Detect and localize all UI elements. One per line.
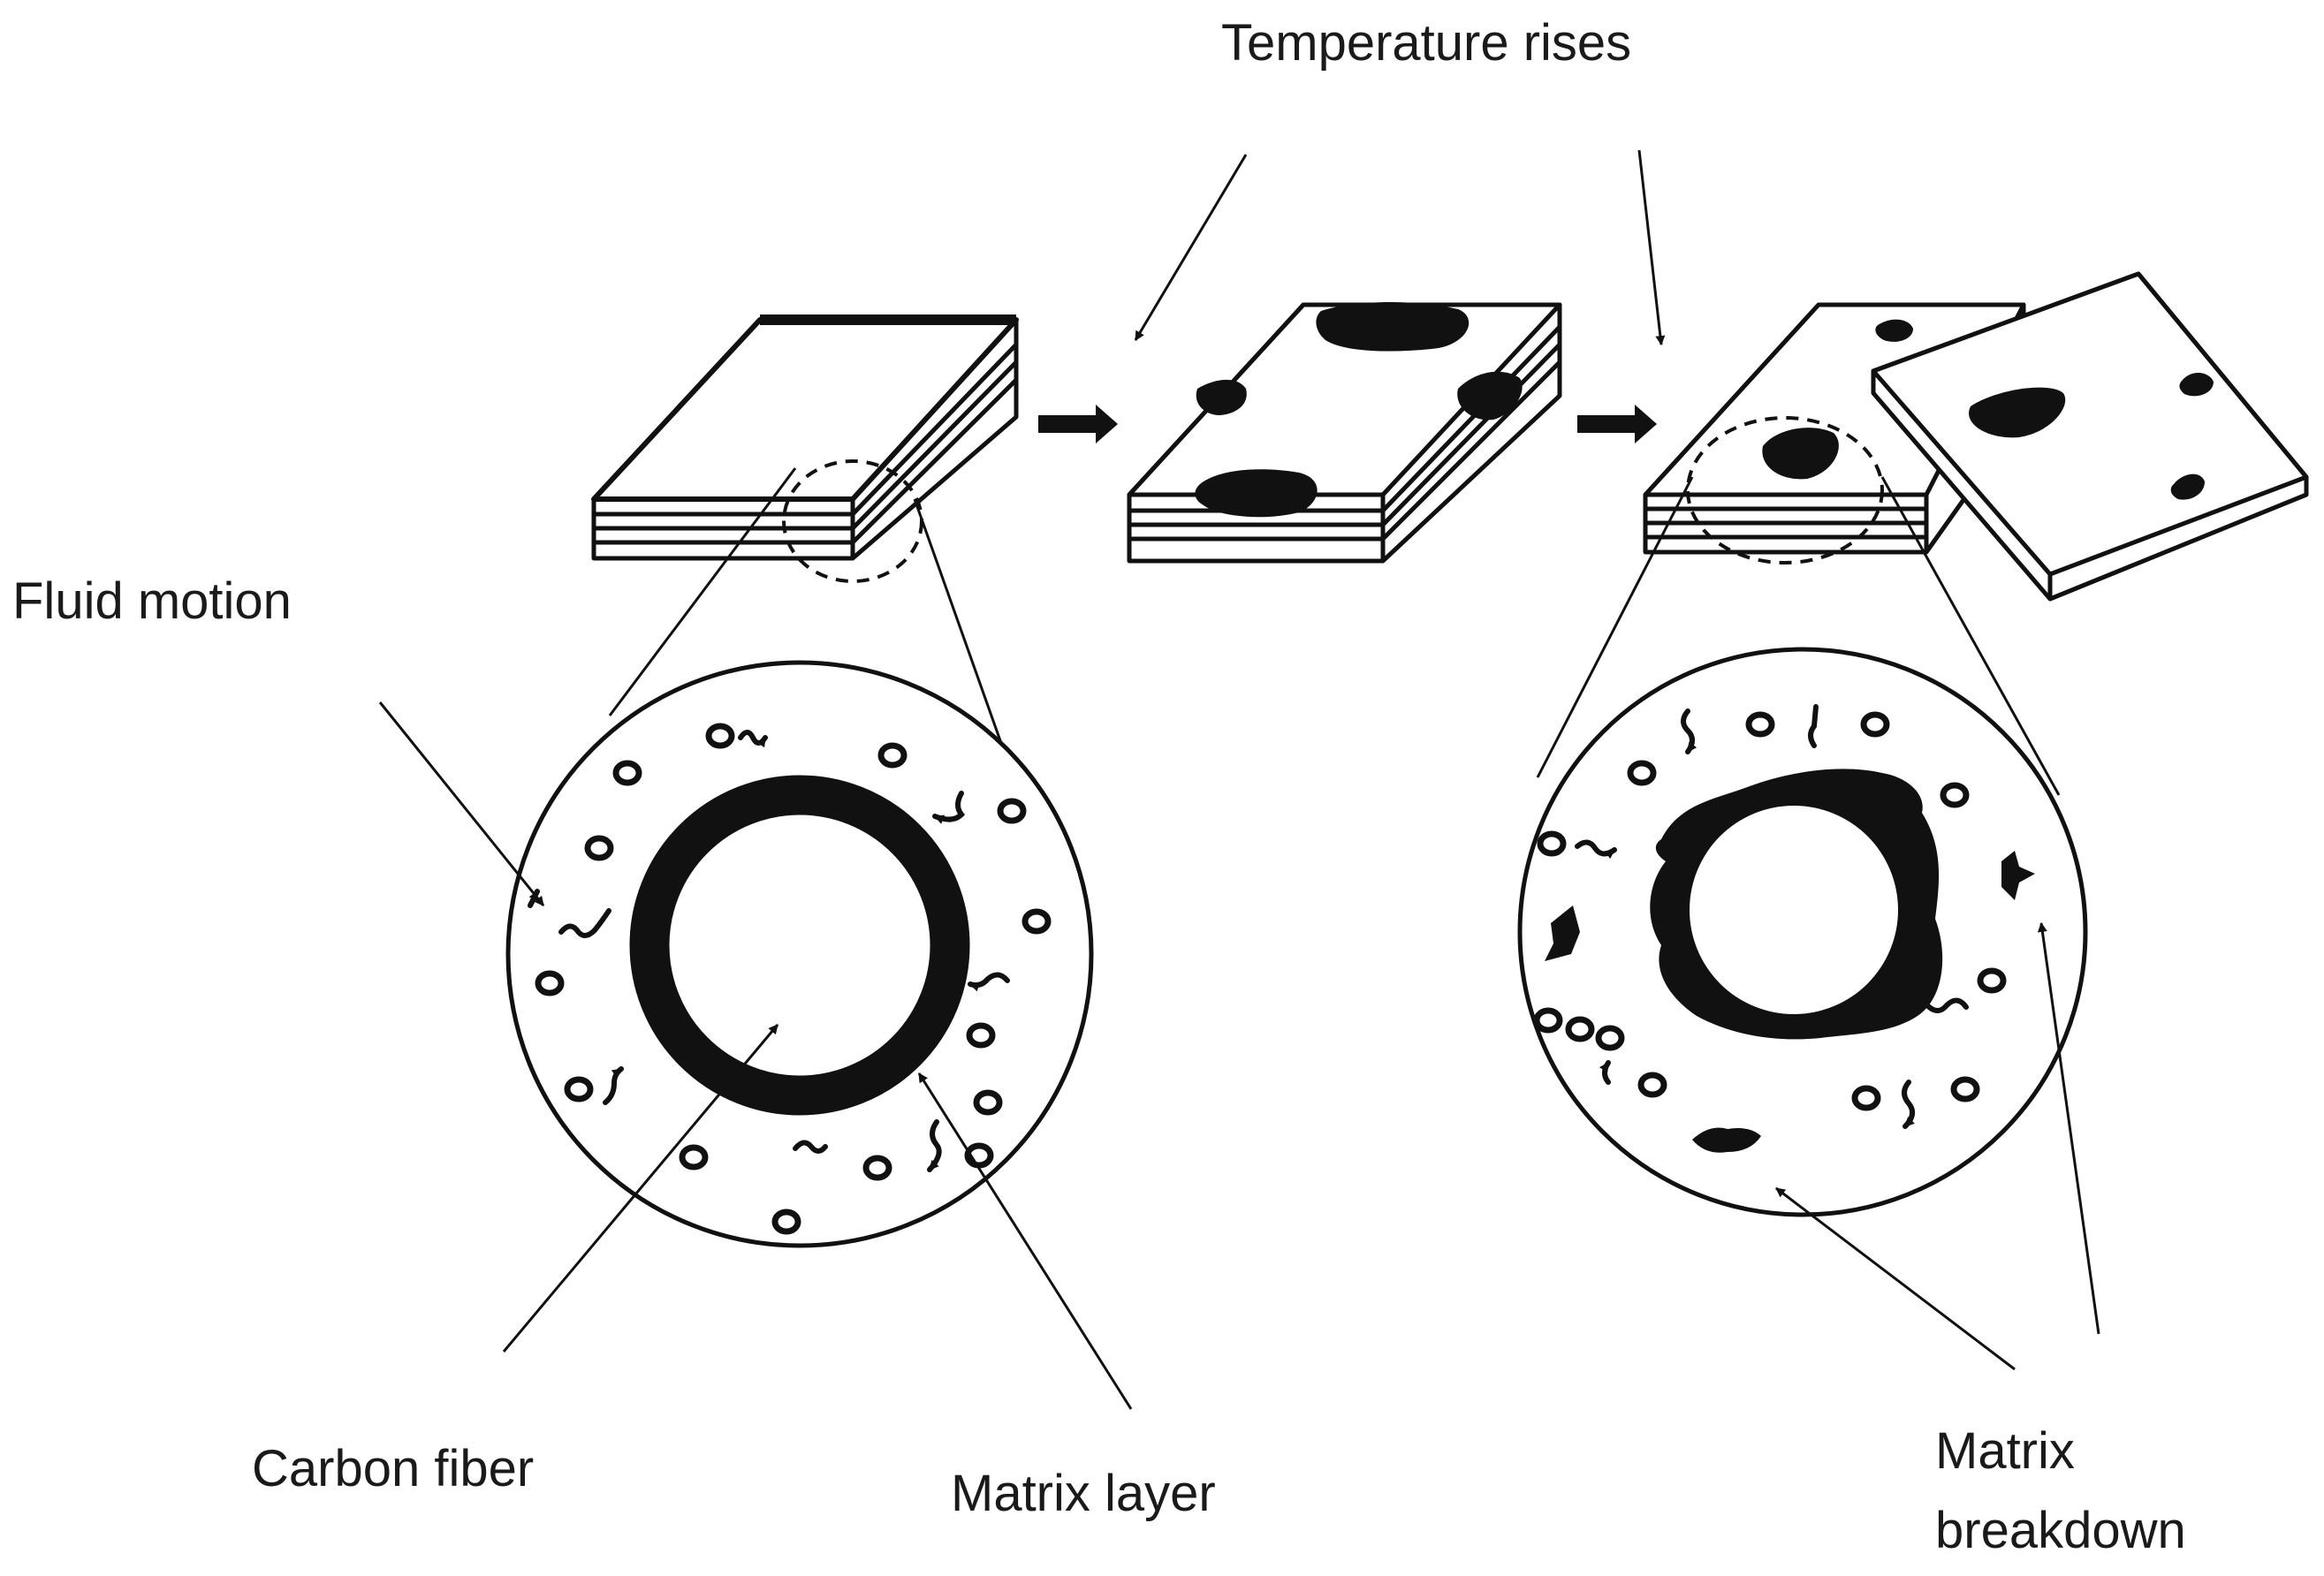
cross-section-intact [378, 660, 1133, 1410]
process-arrow-1 [1038, 405, 1118, 443]
pointer-matrix-layer [917, 1072, 1133, 1410]
label-carbon-fiber: Carbon fiber [252, 1440, 534, 1497]
matrix-layer-ring [629, 775, 970, 1116]
label-matrix-breakdown-line2: breakdown [1935, 1502, 2186, 1559]
zoom-lines-right [1536, 476, 2061, 796]
carbon-fiber-core [672, 817, 928, 1073]
degradation-spots-slab3 [1762, 319, 2214, 500]
label-matrix-breakdown-line1: Matrix [1935, 1422, 2075, 1480]
pointer-temperature-2 [1637, 149, 1666, 346]
fluid-particles-2 [1533, 711, 2007, 1111]
process-arrow-2 [1577, 405, 1657, 443]
pointer-carbon-fiber [502, 1024, 779, 1352]
carbon-fiber-core-2 [1690, 806, 1898, 1014]
pointer-matrix-breakdown-2 [2037, 921, 2100, 1335]
laminate-slab-intact [591, 314, 1019, 583]
matrix-fragments [1545, 851, 2035, 1153]
cross-section-degraded [1517, 647, 2100, 1371]
fluid-flow-squiggles [528, 730, 1010, 1172]
label-matrix-layer: Matrix layer [951, 1465, 1216, 1522]
pointer-matrix-breakdown-1 [1775, 1186, 2016, 1371]
fluid-flow-squiggles-2 [1575, 704, 1969, 1129]
degradation-spots-slab2 [1195, 301, 1523, 518]
pointer-temperature-1 [1134, 154, 1248, 341]
fluid-particles [535, 723, 1052, 1235]
label-fluid-motion: Fluid motion [12, 572, 292, 630]
separated-ply [1871, 271, 2309, 602]
pointer-fluid-motion [378, 701, 545, 906]
zoom-region-marker-2 [1686, 416, 1884, 564]
label-temperature-rises: Temperature rises [1221, 14, 1631, 72]
